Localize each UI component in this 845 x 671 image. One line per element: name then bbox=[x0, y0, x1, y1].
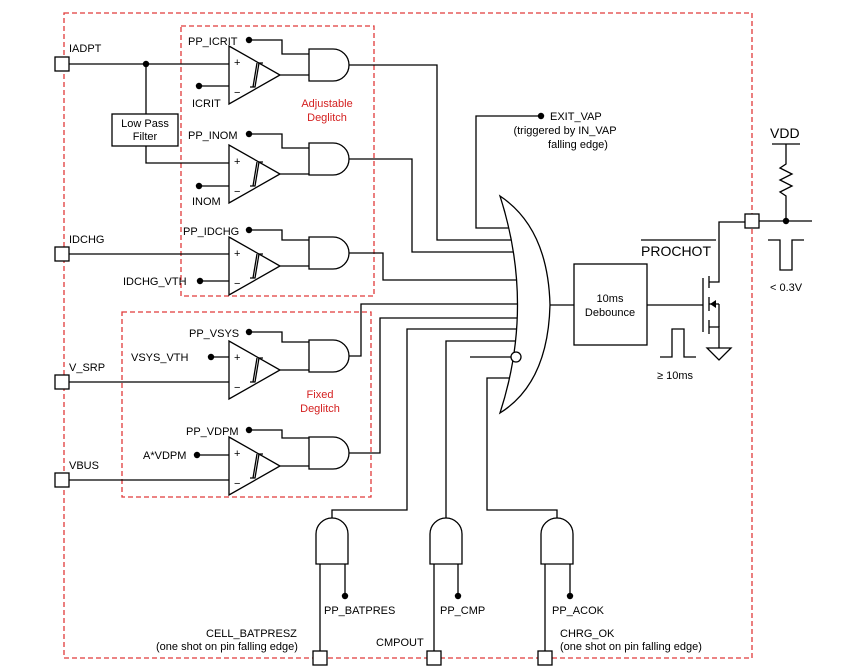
pullup-resistor-icon bbox=[778, 144, 794, 221]
pp-idchg-wire bbox=[249, 229, 309, 241]
svg-text:−: − bbox=[234, 478, 240, 490]
adjustable-deglitch-region bbox=[180, 25, 375, 297]
idchg-vth-label: IDCHG_VTH bbox=[123, 276, 187, 288]
icrit-dot bbox=[195, 82, 203, 90]
svg-text:+: + bbox=[234, 156, 240, 168]
and-idchg bbox=[308, 236, 350, 270]
comparator-idchg: + − bbox=[228, 235, 282, 297]
pp-vdpm-label: PP_VDPM bbox=[186, 426, 239, 438]
svg-text:−: − bbox=[234, 278, 240, 290]
pp-inom-wire bbox=[249, 133, 309, 149]
acok-to-or bbox=[486, 377, 558, 518]
a-vdpm-label: A*VDPM bbox=[143, 450, 186, 462]
and3-to-or bbox=[349, 252, 528, 281]
svg-text:+: + bbox=[234, 248, 240, 260]
pulse-10ms-icon bbox=[660, 328, 696, 358]
pp-cmp-label: PP_CMP bbox=[440, 605, 485, 617]
fixed-deglitch-region bbox=[121, 311, 372, 498]
exit-vap-note-line2: falling edge) bbox=[548, 139, 608, 151]
comparator-icrit: + − bbox=[228, 44, 282, 106]
lpf-out-wire bbox=[145, 146, 229, 164]
adjustable-label-line2: Deglitch bbox=[307, 112, 347, 124]
pp-icrit-label: PP_ICRIT bbox=[188, 36, 238, 48]
comparator-vsys: + − bbox=[228, 339, 282, 401]
cell-batpresz-note: (one shot on pin falling edge) bbox=[156, 641, 298, 653]
exit-vap-note-line1: (triggered by IN_VAP bbox=[513, 125, 616, 137]
chrg-ok-label: CHRG_OK bbox=[560, 628, 615, 640]
low-level-label: < 0.3V bbox=[770, 282, 803, 294]
idchg-pin bbox=[54, 246, 70, 262]
batpres-to-or bbox=[331, 328, 528, 518]
inom-label: INOM bbox=[192, 196, 221, 208]
low-pass-line1: Low Pass bbox=[121, 118, 169, 130]
or-gate bbox=[498, 194, 551, 415]
pulse-width-label: ≥ 10ms bbox=[657, 370, 693, 382]
svg-text:−: − bbox=[234, 382, 240, 394]
fixed-label-line2: Deglitch bbox=[300, 403, 340, 415]
low-pass-filter-block bbox=[111, 113, 179, 147]
svg-text:+: + bbox=[234, 352, 240, 364]
pp-icrit-wire bbox=[249, 39, 309, 55]
vbus-label: VBUS bbox=[69, 460, 99, 472]
comparator-inom: + − bbox=[228, 143, 282, 205]
pp-vsys-label: PP_VSYS bbox=[189, 328, 239, 340]
vdd-label: VDD bbox=[770, 125, 800, 141]
and-inom bbox=[308, 142, 350, 176]
pp-vdpm-wire bbox=[249, 429, 309, 439]
and5-to-or bbox=[349, 317, 529, 454]
low-pass-line2: Filter bbox=[133, 131, 158, 143]
pp-batpres-label: PP_BATPRES bbox=[324, 605, 395, 617]
idchg-label: IDCHG bbox=[69, 234, 104, 246]
svg-text:−: − bbox=[234, 87, 240, 99]
comparator-vdpm: + − bbox=[228, 435, 282, 497]
pp-vsys-wire bbox=[249, 331, 309, 343]
prochot-label: PROCHOT bbox=[641, 243, 711, 259]
v-srp-pin bbox=[54, 374, 70, 390]
iadpt-pin bbox=[54, 56, 70, 72]
fixed-label-line1: Fixed bbox=[307, 389, 334, 401]
svg-text:−: − bbox=[234, 186, 240, 198]
debounce-block bbox=[573, 263, 648, 346]
chrg-ok-pin bbox=[537, 650, 553, 666]
cmpout-label: CMPOUT bbox=[376, 637, 424, 649]
cell-batpresz-pin bbox=[312, 650, 328, 666]
and1-to-or bbox=[349, 64, 520, 241]
and2-to-or bbox=[349, 158, 524, 253]
exit-vap-label: EXIT_VAP bbox=[550, 111, 602, 123]
and4-to-or bbox=[349, 303, 530, 357]
and-acok bbox=[540, 517, 574, 565]
and-vdpm bbox=[308, 436, 350, 470]
cmpout-pin bbox=[426, 650, 442, 666]
pp-idchg-label: PP_IDCHG bbox=[183, 226, 239, 238]
icrit-label: ICRIT bbox=[192, 98, 221, 110]
pp-inom-label: PP_INOM bbox=[188, 130, 238, 142]
and-batpres bbox=[315, 517, 349, 565]
debounce-line1: 10ms bbox=[597, 293, 624, 305]
cell-batpresz-label: CELL_BATPRESZ bbox=[206, 628, 297, 640]
debounce-line2: Debounce bbox=[585, 307, 635, 319]
exit-vap-wire bbox=[475, 115, 541, 229]
cmp-to-or bbox=[445, 340, 523, 518]
low-pulse-icon bbox=[768, 239, 804, 271]
chip-boundary bbox=[63, 12, 753, 659]
and-vsys bbox=[308, 339, 350, 373]
iadpt-label: IADPT bbox=[69, 43, 102, 55]
svg-text:+: + bbox=[234, 57, 240, 69]
ground-icon bbox=[705, 347, 733, 361]
vbus-pin bbox=[54, 472, 70, 488]
nmos-transistor-icon bbox=[702, 221, 745, 348]
chrg-ok-note: (one shot on pin falling edge) bbox=[560, 641, 702, 653]
and-cmp bbox=[429, 517, 463, 565]
v-srp-label: V_SRP bbox=[69, 362, 105, 374]
vsys-vth-label: VSYS_VTH bbox=[131, 352, 189, 364]
prochot-pin bbox=[744, 213, 760, 229]
or-invert-bubble bbox=[510, 351, 522, 363]
svg-text:+: + bbox=[234, 448, 240, 460]
pp-acok-label: PP_ACOK bbox=[552, 605, 605, 617]
inom-dot bbox=[195, 182, 203, 190]
and-icrit bbox=[308, 48, 350, 82]
adjustable-label-line1: Adjustable bbox=[301, 98, 352, 110]
